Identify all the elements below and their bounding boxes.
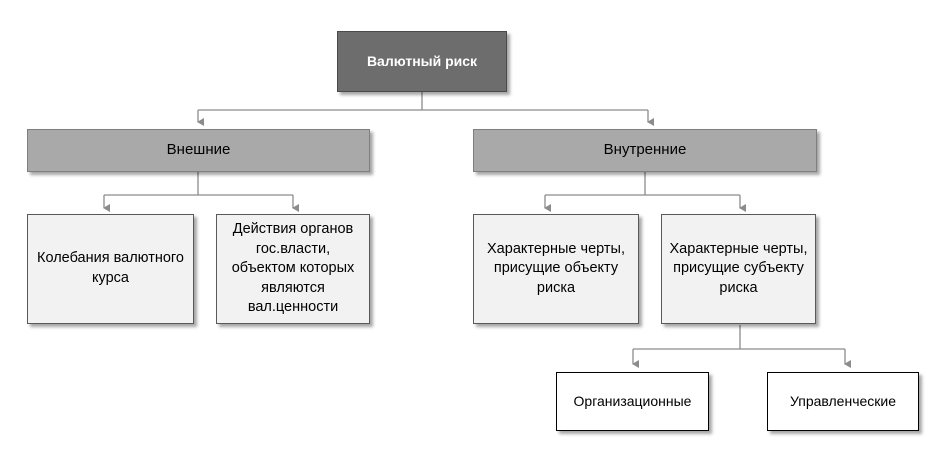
category-internal: Внутренние <box>473 129 817 172</box>
connector-root <box>198 92 648 111</box>
leaf-object-risk-features: Характерные черты, присущие объекту риск… <box>473 214 639 324</box>
leaf-exchange-rate-fluctuation: Колебания валютного курса <box>27 214 194 324</box>
category-external: Внешние <box>27 129 370 172</box>
root-node-currency-risk: Валютный риск <box>337 31 507 92</box>
leaf-managerial: Управленческие <box>767 372 919 431</box>
connector-subject <box>633 325 845 350</box>
connector-external <box>104 172 293 196</box>
leaf-government-actions: Действия органов гос.власти, объектом ко… <box>216 214 370 324</box>
connector-internal <box>545 172 740 196</box>
leaf-organizational: Организационные <box>556 372 709 431</box>
leaf-subject-risk-features: Характерные черты, присущие субъекту рис… <box>661 214 816 324</box>
